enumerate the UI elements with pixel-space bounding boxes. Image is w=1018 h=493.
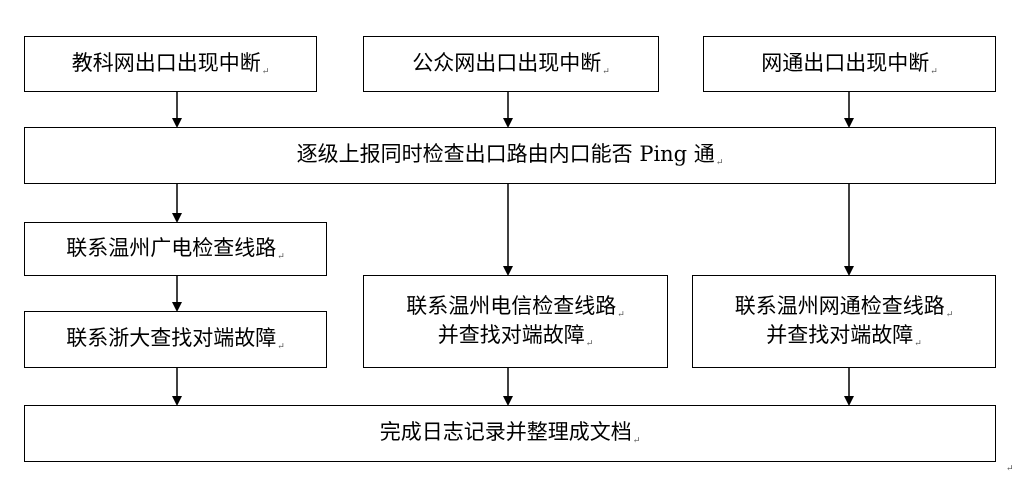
paragraph-mark: ↵ <box>602 66 610 77</box>
node-netcom-outage-label: 网通出口出现中断 <box>761 50 930 75</box>
node-contact-wenzhou-telecom-line1: 联系温州电信检查线路 <box>406 294 617 319</box>
node-report-and-ping-check-label: 逐级上报同时检查出口路由内口能否 Ping 通 <box>296 142 715 167</box>
paragraph-mark: ↵ <box>261 66 270 77</box>
node-report-and-ping-check: 逐级上报同时检查出口路由内口能否 Ping 通↵ <box>24 127 996 184</box>
node-finish-log-and-document: 完成日志记录并整理成文档↵ <box>24 405 996 462</box>
node-contact-zhejiang-univ-label: 联系浙大查找对端故障 <box>66 326 277 351</box>
node-contact-wenzhou-radio-tv-label: 联系温州广电检查线路 <box>66 235 277 260</box>
node-contact-wenzhou-radio-tv: 联系温州广电检查线路↵ <box>24 222 327 276</box>
paragraph-mark: ↵ <box>930 66 938 77</box>
node-public-net-outage-label: 公众网出口出现中断 <box>412 50 602 75</box>
paragraph-mark: ↵ <box>632 436 641 447</box>
paragraph-mark: ↵ <box>914 338 922 349</box>
page-paragraph-mark: ↵ <box>1006 464 1014 474</box>
node-contact-wenzhou-telecom-line2: 并查找对端故障 <box>437 322 585 347</box>
paragraph-mark: ↵ <box>617 310 625 321</box>
paragraph-mark: ↵ <box>277 251 285 262</box>
paragraph-mark: ↵ <box>585 338 594 349</box>
paragraph-mark: ↵ <box>945 310 954 321</box>
node-education-net-outage-label: 教科网出口出现中断 <box>71 50 261 75</box>
node-contact-wenzhou-netcom-line1: 联系温州网通检查线路 <box>734 294 945 319</box>
node-netcom-outage: 网通出口出现中断↵ <box>703 36 996 92</box>
node-public-net-outage: 公众网出口出现中断↵ <box>363 36 659 92</box>
node-contact-wenzhou-netcom-line2: 并查找对端故障 <box>766 322 914 347</box>
node-education-net-outage: 教科网出口出现中断↵ <box>24 36 317 92</box>
paragraph-mark: ↵ <box>715 158 724 169</box>
node-contact-wenzhou-netcom: 联系温州网通检查线路↵ 并查找对端故障↵ <box>692 275 996 368</box>
node-contact-wenzhou-telecom: 联系温州电信检查线路↵ 并查找对端故障↵ <box>363 275 668 368</box>
node-contact-zhejiang-univ: 联系浙大查找对端故障↵ <box>24 311 327 368</box>
node-finish-log-and-document-label: 完成日志记录并整理成文档 <box>379 420 632 445</box>
paragraph-mark: ↵ <box>277 342 285 353</box>
